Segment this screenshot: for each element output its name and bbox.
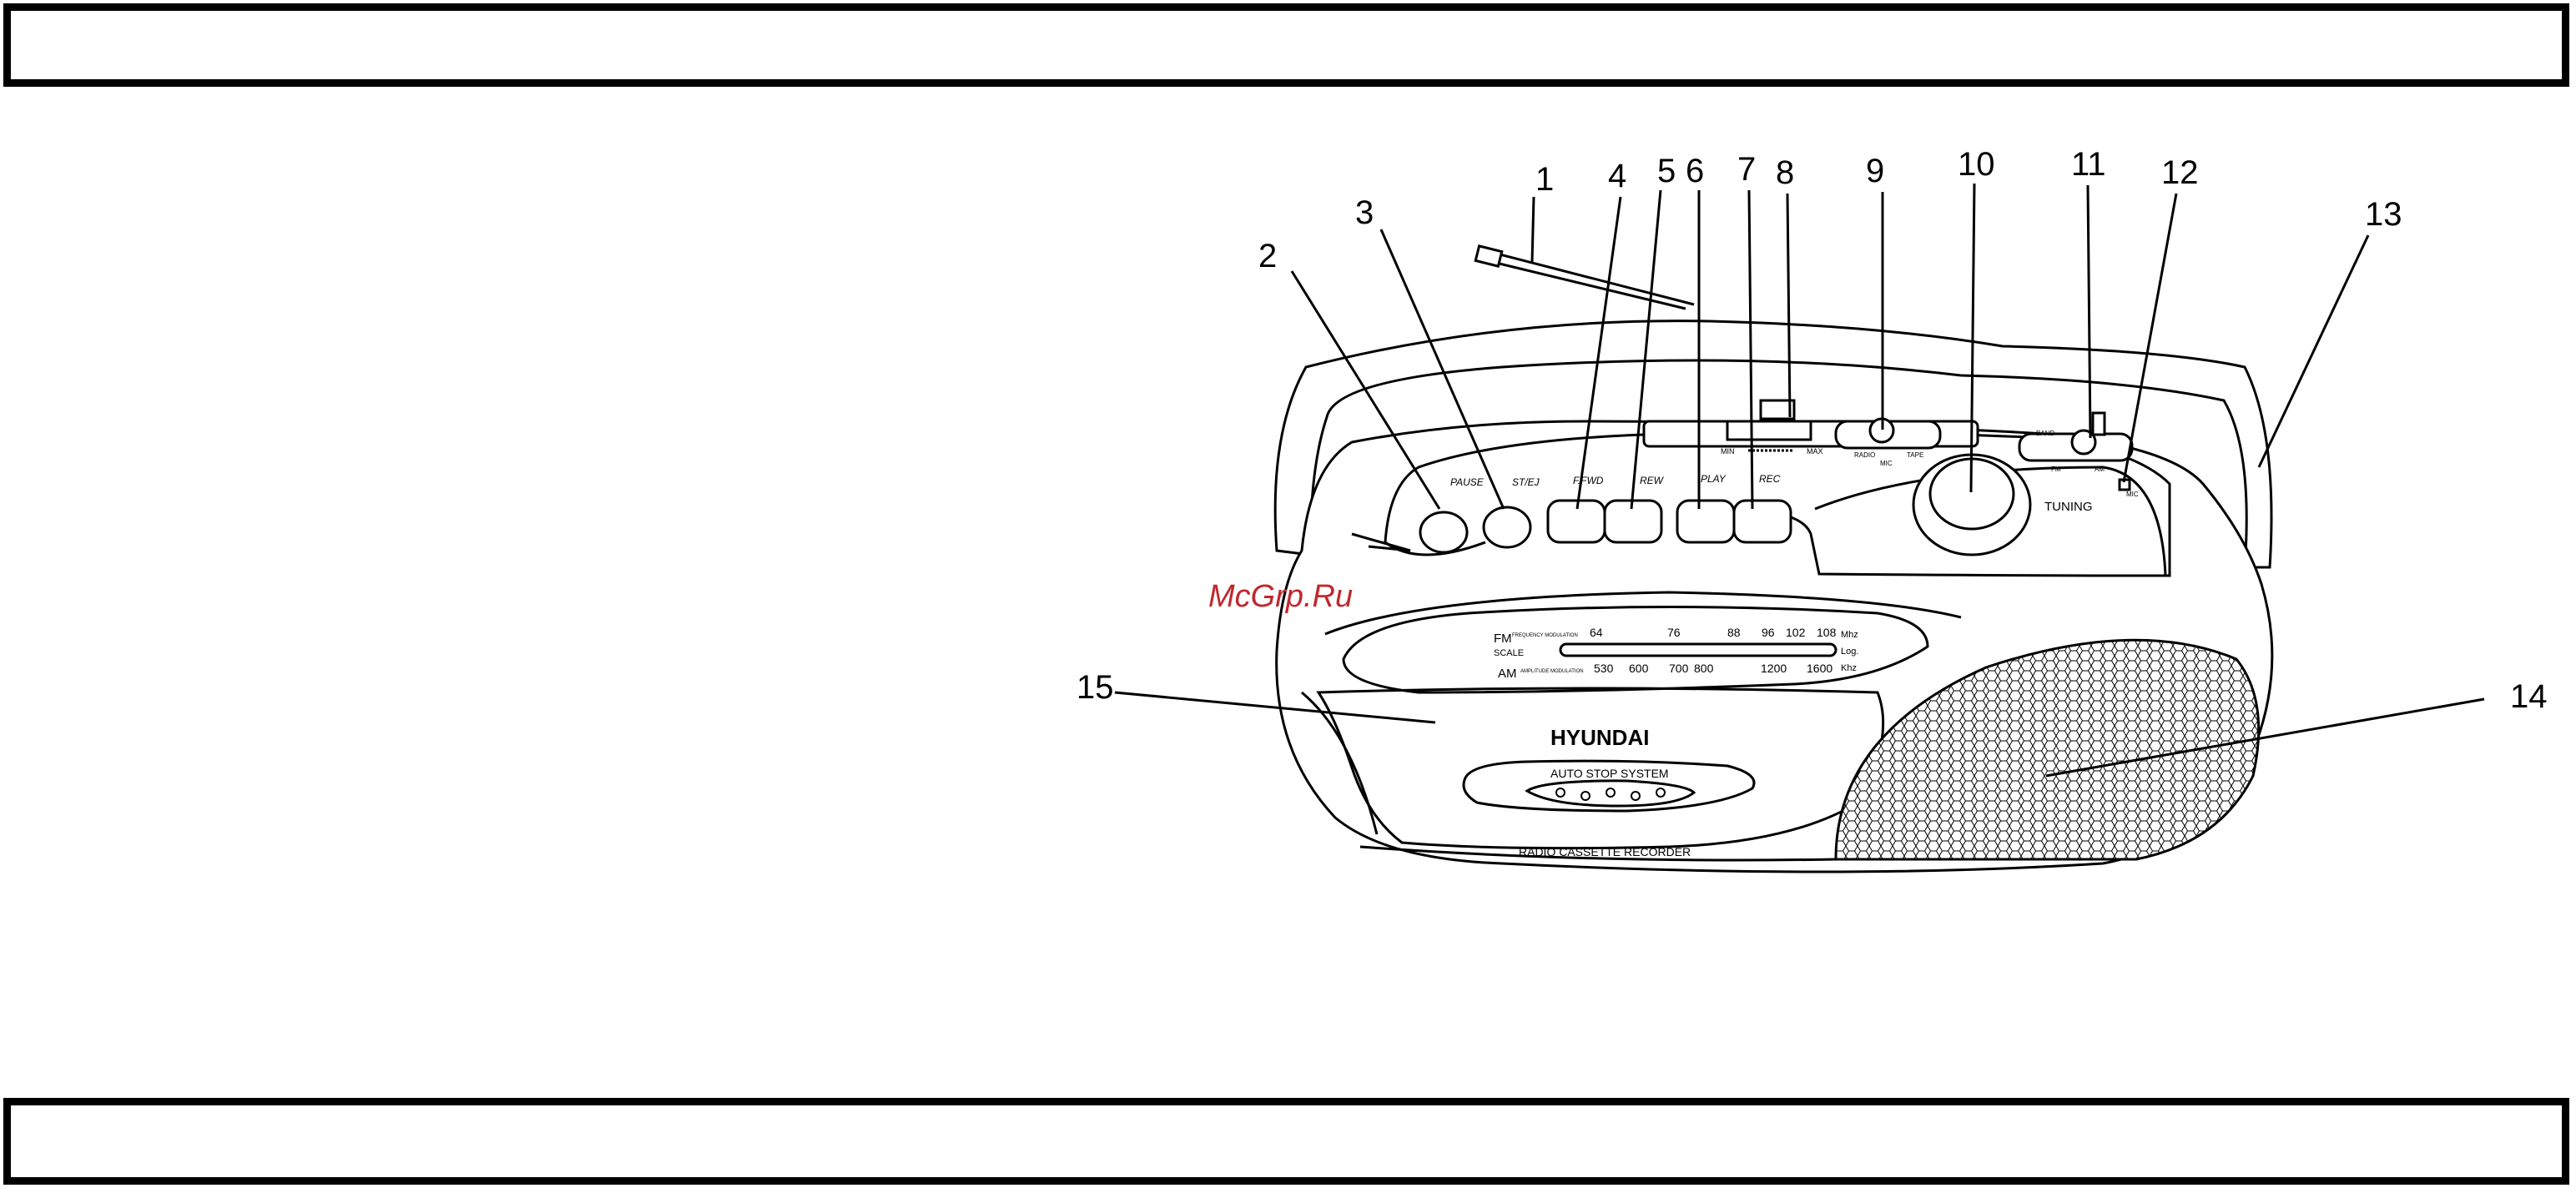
- fm-sub-label: FREQUENCY MODULATION: [1512, 633, 1578, 638]
- st-ej-button: [1484, 507, 1530, 547]
- deck-dot: [1581, 792, 1590, 800]
- fm-unit: Mhz: [1841, 630, 1858, 640]
- am-tick-label: 700: [1669, 662, 1689, 675]
- volume-min-label: MIN: [1721, 447, 1735, 456]
- fm-tick-label: 96: [1762, 626, 1775, 639]
- scale-label: SCALE: [1494, 648, 1524, 658]
- brand-logo: HYUNDAI: [1550, 725, 1649, 750]
- function-tape-label: TAPE: [1907, 451, 1923, 459]
- callout-leader-line: [1787, 194, 1790, 417]
- deck-dot: [1606, 788, 1615, 797]
- callout-leader-line: [2259, 235, 2368, 467]
- callout-number: 10: [1958, 146, 1995, 183]
- callout-number: 4: [1608, 158, 1626, 194]
- callout-number: 3: [1355, 194, 1374, 231]
- fm-tick-label: 108: [1817, 626, 1837, 639]
- ffwd-label: F.FWD: [1573, 475, 1604, 486]
- callout-number: 2: [1258, 238, 1277, 274]
- band-fm-label: FM: [2051, 466, 2061, 473]
- callout-number: 13: [2365, 196, 2402, 233]
- callout-leader-line: [1532, 197, 1534, 263]
- pause-button: [1420, 512, 1467, 552]
- tuning-label: TUNING: [2044, 500, 2093, 514]
- function-mic-label: MIC: [1880, 460, 1893, 467]
- band-am-label: AM: [2095, 466, 2105, 473]
- callout-number: 12: [2161, 154, 2199, 191]
- bottom-border-box: [3, 1098, 2569, 1185]
- am-tick-label: 600: [1629, 662, 1649, 675]
- radio-cassette-diagram: PAUSE ST/EJ F.FWD REW PLAY REC MIN MAX R…: [1068, 133, 2570, 884]
- watermark: McGrp.Ru: [1208, 579, 1353, 614]
- product-label: RADIO CASSETTE RECORDER: [1519, 845, 1691, 858]
- callout-number: 9: [1866, 153, 1884, 189]
- callout-number: 1: [1535, 161, 1554, 198]
- fm-tick-label: 102: [1786, 626, 1806, 639]
- fm-label: FM: [1494, 632, 1512, 646]
- fm-tick-label: 88: [1727, 626, 1741, 639]
- callout-leader-line: [2124, 194, 2176, 482]
- deck-dot: [1631, 792, 1640, 800]
- callout-number: 15: [1076, 669, 1114, 706]
- callout-number: 6: [1686, 153, 1704, 189]
- rew-button: [1605, 501, 1661, 542]
- rec-label: REC: [1759, 473, 1781, 485]
- function-radio-label: RADIO: [1854, 451, 1875, 459]
- am-tick-label: 800: [1694, 662, 1714, 675]
- play-button: [1677, 501, 1734, 542]
- callout-number: 11: [2071, 146, 2106, 183]
- fm-tick-label: 76: [1667, 626, 1681, 639]
- am-tick-label: 1600: [1807, 662, 1832, 675]
- volume-max-label: MAX: [1807, 447, 1823, 456]
- callout-number: 8: [1776, 154, 1794, 191]
- callout-number: 14: [2510, 678, 2548, 715]
- callout-leader-line: [2088, 185, 2090, 438]
- am-label: AM: [1498, 667, 1517, 681]
- am-unit: Khz: [1841, 663, 1857, 673]
- deck-dot: [1556, 788, 1565, 797]
- deck-dot: [1656, 788, 1665, 797]
- st-ej-label: ST/EJ: [1512, 476, 1540, 488]
- am-tick-label: 530: [1594, 662, 1614, 675]
- log-label: Log.: [1841, 647, 1858, 657]
- pause-label: PAUSE: [1450, 476, 1485, 488]
- band-mic-label: MIC: [2126, 491, 2139, 498]
- play-label: PLAY: [1701, 473, 1727, 485]
- rec-button: [1734, 501, 1791, 542]
- callout-number: 5: [1657, 153, 1676, 189]
- callout-number: 7: [1737, 151, 1756, 188]
- band-label: BAND: [2036, 430, 2054, 437]
- am-tick-label: 1200: [1761, 662, 1787, 675]
- am-sub-label: AMPLITUDE MODULATION: [1520, 669, 1584, 674]
- rew-label: REW: [1640, 475, 1665, 486]
- fm-tick-label: 64: [1590, 626, 1603, 639]
- antenna: [1475, 246, 1694, 309]
- auto-stop-label: AUTO STOP SYSTEM: [1550, 767, 1669, 780]
- top-border-box: [3, 3, 2569, 87]
